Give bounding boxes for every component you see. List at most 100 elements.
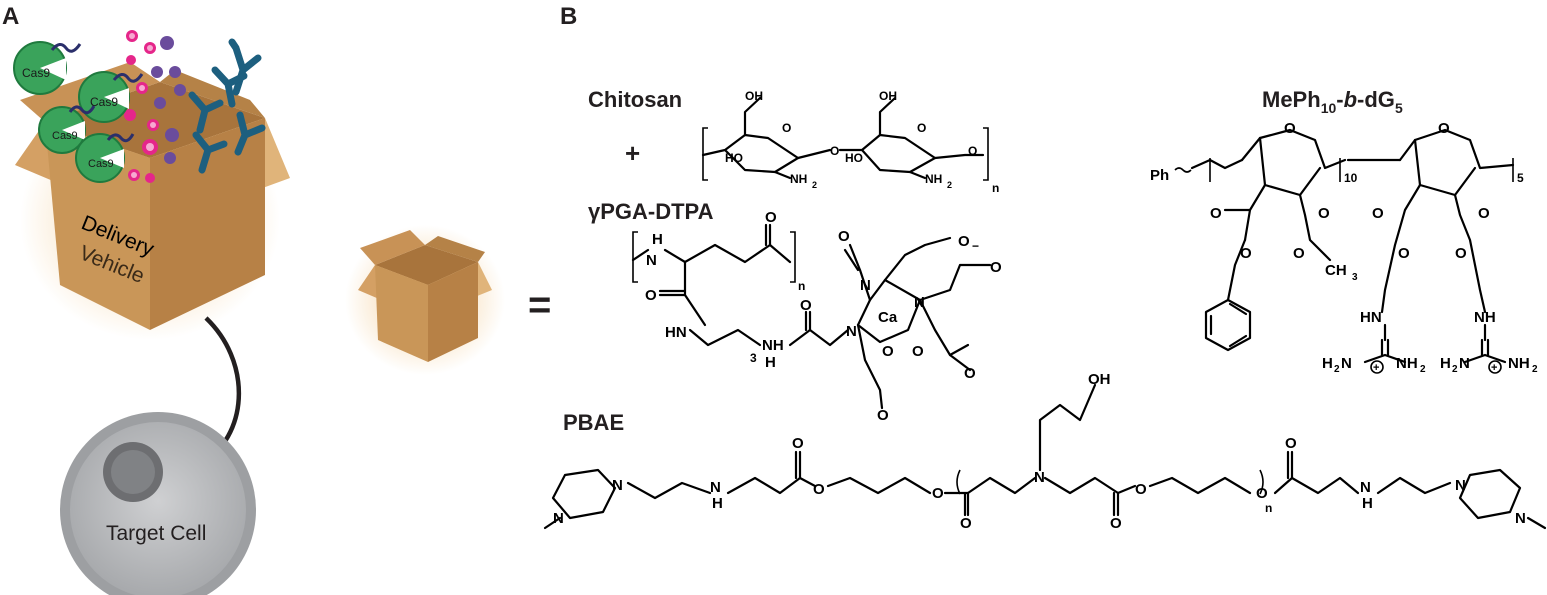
atom-label: O — [877, 407, 889, 424]
cas9-label: Cas9 — [22, 66, 50, 80]
atom-label: H — [1440, 355, 1451, 372]
atom-label: n — [992, 181, 999, 195]
atom-label: 2 — [1452, 364, 1458, 375]
atom-label: O — [1110, 515, 1122, 532]
atom-label: H — [712, 495, 723, 512]
atom-label: O — [765, 209, 777, 226]
charge-circle — [1370, 360, 1384, 374]
delivery-box-illustration — [15, 62, 290, 340]
cas9-icon — [75, 133, 135, 183]
atom-label: O — [645, 287, 657, 304]
atom-label: N — [1459, 355, 1470, 372]
atom-label: NH — [762, 337, 784, 354]
target-cell-label: Target Cell — [106, 522, 206, 545]
label-sub: 5 — [1395, 100, 1403, 116]
label-sub: 10 — [1321, 100, 1337, 116]
atom-label: 2 — [1532, 364, 1538, 375]
atom-label: NH — [790, 172, 807, 186]
atom-label: HO — [725, 151, 743, 165]
atom-label: O — [882, 343, 894, 360]
chitosan-label: Chitosan — [588, 87, 682, 112]
cas9-icon — [13, 41, 82, 95]
atom-label: O — [1256, 485, 1268, 502]
panel-b-label: B — [560, 3, 577, 30]
atom-label: N — [860, 277, 871, 294]
atom-label: O — [1285, 435, 1297, 452]
cas9-icon — [38, 105, 96, 154]
atom-label: NH — [1508, 355, 1530, 372]
atom-label: 2 — [947, 180, 952, 190]
atom-label: N — [1515, 510, 1526, 527]
atom-label: OH — [745, 89, 763, 103]
atom-label: O — [964, 365, 976, 382]
atom-label: 3 — [750, 351, 757, 365]
gpga-dtpa-structure — [631, 223, 992, 410]
atom-label: OH — [879, 89, 897, 103]
antibody-icons — [188, 38, 266, 174]
atom-label: O — [958, 233, 970, 250]
atom-label: O — [1135, 481, 1147, 498]
atom-label: O — [1478, 205, 1490, 222]
gpga-dtpa-label: γPGA-DTPA — [588, 199, 714, 224]
atom-label: 3 — [1352, 272, 1358, 283]
atom-label: N — [914, 294, 925, 311]
charge-circle — [1488, 360, 1502, 374]
atom-label: NH — [925, 172, 942, 186]
cas9-proteins — [13, 41, 144, 183]
atom-label: + — [1373, 362, 1379, 374]
atom-label: N — [553, 510, 564, 527]
atom-label: O — [960, 515, 972, 532]
atom-label: O — [1293, 245, 1305, 262]
atom-label: O — [838, 228, 850, 245]
atom-label: − — [972, 239, 979, 253]
chitosan-structure — [701, 96, 989, 181]
atom-label: NH — [1396, 355, 1418, 372]
atom-label: O — [1210, 205, 1222, 222]
small-box-icon — [345, 225, 505, 375]
atom-label: OH — [1088, 371, 1111, 388]
label-part: MePh — [1262, 87, 1321, 112]
atom-label: H — [1362, 495, 1373, 512]
label-part: - — [1336, 87, 1343, 112]
atom-label: N — [1455, 477, 1466, 494]
atom-label: N — [1360, 479, 1371, 496]
atom-label: HO — [845, 151, 863, 165]
atom-label: O — [912, 343, 924, 360]
cas9-label: Cas9 — [88, 158, 114, 170]
atom-label: NH — [1474, 309, 1496, 326]
pbae-structure — [543, 383, 1547, 530]
atom-label: O — [830, 144, 839, 158]
atom-label: N — [612, 477, 623, 494]
cas9-label: Cas9 — [90, 95, 118, 109]
atom-label: H — [765, 354, 776, 371]
atom-label: N — [1341, 355, 1352, 372]
atom-label: O — [1240, 245, 1252, 262]
atom-label: O — [1398, 245, 1410, 262]
atom-label: O — [813, 481, 825, 498]
cargo-particles — [124, 30, 186, 183]
atom-label: 2 — [1334, 364, 1340, 375]
atom-label: 2 — [812, 180, 817, 190]
atom-label: 2 — [1420, 364, 1426, 375]
atom-label: H — [1322, 355, 1333, 372]
equals-sign: = — [528, 283, 551, 327]
atom-label: O — [800, 297, 812, 314]
atom-label: O — [932, 485, 944, 502]
atom-label: n — [798, 279, 805, 293]
atom-label: O — [1318, 205, 1330, 222]
atom-label: CH — [1325, 262, 1347, 279]
atom-label: H — [652, 231, 663, 248]
atom-label: Ph — [1150, 167, 1169, 184]
meph-dg-structure — [1174, 128, 1515, 364]
pbae-label: PBAE — [563, 410, 624, 435]
atom-label: + — [1491, 362, 1497, 374]
atom-label: 10 — [1344, 171, 1358, 185]
atom-label: 5 — [1517, 171, 1524, 185]
atom-label: O — [990, 259, 1002, 276]
panel-a-label: A — [2, 3, 19, 30]
atom-label: N — [1034, 469, 1045, 486]
atom-label: HN — [1360, 309, 1382, 326]
atom-label: N — [846, 323, 857, 340]
